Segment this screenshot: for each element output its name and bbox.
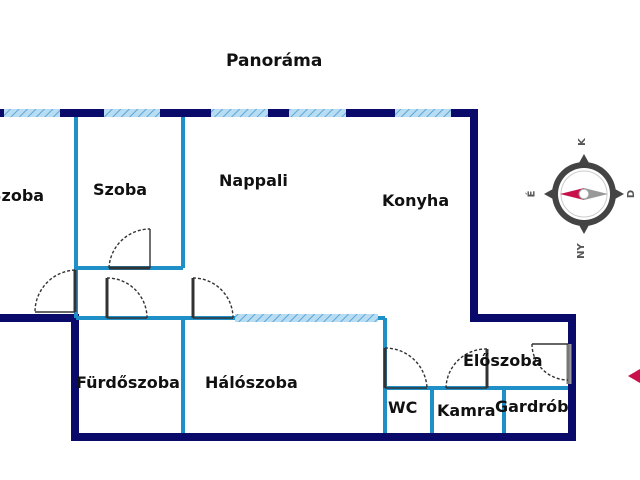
door-szoba	[108, 228, 151, 270]
compass-needle-gray	[584, 188, 608, 200]
top-windows	[4, 109, 451, 117]
room-label-haloszoba: Hálószoba	[205, 373, 298, 392]
doors	[34, 228, 570, 389]
room-label-eloszoba: Előszoba	[463, 351, 543, 370]
compass-needle-red	[560, 188, 584, 200]
room-label-nappali: Nappali	[219, 171, 288, 190]
room-label-gardrob: Gardrób	[495, 397, 569, 416]
room-label-szoba: Szoba	[93, 180, 148, 199]
room-label-kamra: Kamra	[437, 401, 496, 420]
door-entrance	[531, 343, 570, 384]
door-furdoszoba	[105, 277, 148, 319]
compass-west-label: É	[526, 190, 538, 198]
compass-south-label: NY	[575, 243, 587, 259]
plan-title: Panoráma	[226, 51, 323, 71]
room-label-furdoszoba: Fürdőszoba	[76, 373, 180, 392]
compass-icon	[544, 154, 624, 234]
compass-east-label: D	[626, 189, 638, 199]
compass-north-label: K	[576, 138, 588, 146]
door-kamra	[445, 348, 489, 389]
room-label-szoba-left: Szoba	[0, 186, 45, 205]
room-label-wc: WC	[388, 398, 418, 417]
door-wc	[383, 347, 428, 389]
room-label-konyha: Konyha	[382, 191, 450, 210]
bedroom-window	[235, 314, 378, 322]
door-haloszoba	[191, 277, 234, 319]
entrance-marker-icon	[628, 369, 640, 383]
door-left	[34, 269, 77, 313]
